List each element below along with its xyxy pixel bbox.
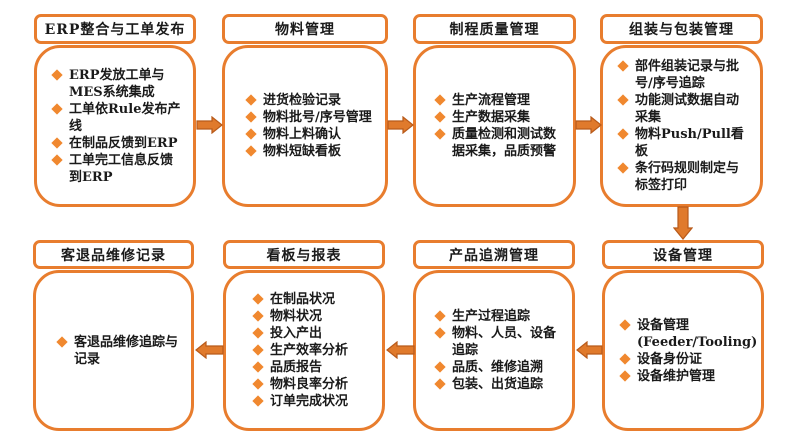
diamond-bullet-icon — [252, 293, 264, 305]
diamond-bullet-icon — [252, 361, 264, 373]
diamond-bullet-icon — [252, 378, 264, 390]
list-item: 工单完工信息反馈到ERP — [51, 152, 183, 186]
list-item: 生产效率分析 — [252, 342, 348, 359]
step-1-list: ERP发放工单与MES系统集成 工单依Rule发布产线 在制品反馈到ERP 工单… — [51, 67, 183, 186]
list-item: 物料批号/序号管理 — [245, 109, 372, 126]
step-6-body: 生产过程追踪 物料、人员、设备追踪 品质、维修追溯 包装、出货追踪 — [413, 270, 575, 431]
step-7-title: 看板与报表 — [266, 247, 342, 264]
step-8-body: 客退品维修追踪与记录 — [33, 270, 194, 431]
list-item: 生产流程管理 — [434, 92, 563, 109]
list-item: 物料短缺看板 — [245, 143, 372, 160]
step-8-header: 客退品维修记录 — [33, 240, 194, 269]
step-8-title: 客退品维修记录 — [61, 247, 166, 264]
diamond-bullet-icon — [252, 395, 264, 407]
step-7-header: 看板与报表 — [223, 240, 385, 269]
diamond-bullet-icon — [51, 153, 63, 166]
list-item: 设备身份证 — [619, 351, 757, 368]
diamond-bullet-icon — [51, 102, 63, 115]
arrow-left-icon — [195, 341, 224, 359]
step-2-title: 物料管理 — [275, 22, 335, 38]
list-item: ERP发放工单与MES系统集成 — [51, 67, 183, 101]
step-2-list: 进货检验记录 物料批号/序号管理 物料上料确认 物料短缺看板 — [245, 92, 372, 160]
list-item: 品质、维修追溯 — [434, 359, 562, 376]
list-item: 投入产出 — [252, 325, 348, 342]
list-item: 在制品反馈到ERP — [51, 135, 183, 152]
diamond-bullet-icon — [434, 361, 446, 373]
step-2-header: 物料管理 — [222, 14, 388, 44]
step-1-body: ERP发放工单与MES系统集成 工单依Rule发布产线 在制品反馈到ERP 工单… — [34, 45, 196, 207]
diamond-bullet-icon — [252, 344, 264, 356]
step-1-header: ERP整合与工单发布 — [34, 14, 196, 44]
list-item: 功能测试数据自动采集 — [617, 92, 750, 126]
diamond-bullet-icon — [617, 60, 629, 72]
diamond-bullet-icon — [434, 327, 446, 339]
step-4-list: 部件组装记录与批号/序号追踪 功能测试数据自动采集 物料Push/Pull看板 … — [617, 58, 750, 194]
step-5-header: 设备管理 — [602, 240, 764, 269]
step-8-list: 客退品维修追踪与记录 — [56, 334, 181, 368]
diamond-bullet-icon — [619, 318, 631, 331]
diamond-bullet-icon — [434, 94, 446, 106]
diamond-bullet-icon — [617, 94, 629, 106]
list-item: 部件组装记录与批号/序号追踪 — [617, 58, 750, 92]
list-item: 设备维护管理 — [619, 368, 757, 385]
list-item: 生产数据采集 — [434, 109, 563, 126]
list-item: 物料状况 — [252, 308, 348, 325]
step-6-list: 生产过程追踪 物料、人员、设备追踪 品质、维修追溯 包装、出货追踪 — [434, 308, 562, 393]
diamond-bullet-icon — [617, 162, 629, 174]
arrow-right-icon — [196, 116, 223, 134]
list-item: 包装、出货追踪 — [434, 376, 562, 393]
arrow-left-icon — [576, 341, 603, 359]
diamond-bullet-icon — [434, 310, 446, 322]
diamond-bullet-icon — [617, 128, 629, 140]
diamond-bullet-icon — [619, 352, 631, 365]
step-3-title: 制程质量管理 — [449, 22, 540, 38]
arrow-right-icon — [575, 116, 602, 134]
arrow-left-icon — [386, 341, 415, 359]
diamond-bullet-icon — [51, 68, 63, 81]
list-item: 客退品维修追踪与记录 — [56, 334, 181, 368]
step-3-body: 生产流程管理 生产数据采集 质量检测和测试数据采集，品质预警 — [413, 45, 576, 207]
list-item: 设备管理(Feeder/Tooling) — [619, 317, 757, 351]
step-4-body: 部件组装记录与批号/序号追踪 功能测试数据自动采集 物料Push/Pull看板 … — [600, 45, 763, 207]
arrow-right-icon — [387, 116, 414, 134]
step-5-title: 设备管理 — [653, 247, 713, 264]
diamond-bullet-icon — [245, 94, 257, 106]
diamond-bullet-icon — [245, 111, 257, 123]
step-3-header: 制程质量管理 — [413, 14, 576, 44]
step-1-title: ERP整合与工单发布 — [44, 22, 186, 38]
diamond-bullet-icon — [245, 128, 257, 140]
step-6-header: 产品追溯管理 — [413, 240, 575, 269]
list-item: 进货检验记录 — [245, 92, 372, 109]
diamond-bullet-icon — [619, 369, 631, 382]
list-item: 品质报告 — [252, 359, 348, 376]
list-item: 物料上料确认 — [245, 126, 372, 143]
step-5-list: 设备管理(Feeder/Tooling) 设备身份证 设备维护管理 — [619, 317, 757, 385]
list-item: 物料、人员、设备追踪 — [434, 325, 562, 359]
step-3-list: 生产流程管理 生产数据采集 质量检测和测试数据采集，品质预警 — [434, 92, 563, 160]
list-item: 物料Push/Pull看板 — [617, 126, 750, 160]
diamond-bullet-icon — [252, 310, 264, 322]
list-item: 质量检测和测试数据采集，品质预警 — [434, 126, 563, 160]
arrow-down-icon — [673, 206, 693, 240]
step-4-header: 组装与包装管理 — [600, 14, 763, 44]
step-7-list: 在制品状况 物料状况 投入产出 生产效率分析 品质报告 物料良率分析 订单完成状… — [252, 291, 348, 410]
diamond-bullet-icon — [434, 128, 446, 140]
step-2-body: 进货检验记录 物料批号/序号管理 物料上料确认 物料短缺看板 — [222, 45, 388, 207]
list-item: 生产过程追踪 — [434, 308, 562, 325]
diamond-bullet-icon — [434, 111, 446, 123]
list-item: 订单完成状况 — [252, 393, 348, 410]
diamond-bullet-icon — [51, 136, 63, 149]
diamond-bullet-icon — [245, 145, 257, 157]
diamond-bullet-icon — [434, 378, 446, 390]
step-4-title: 组装与包装管理 — [629, 22, 734, 38]
list-item: 物料良率分析 — [252, 376, 348, 393]
list-item: 在制品状况 — [252, 291, 348, 308]
step-7-body: 在制品状况 物料状况 投入产出 生产效率分析 品质报告 物料良率分析 订单完成状… — [223, 270, 385, 431]
step-6-title: 产品追溯管理 — [449, 247, 539, 264]
list-item: 工单依Rule发布产线 — [51, 101, 183, 135]
step-5-body: 设备管理(Feeder/Tooling) 设备身份证 设备维护管理 — [602, 270, 764, 431]
list-item: 条行码规则制定与标签打印 — [617, 160, 750, 194]
diamond-bullet-icon — [252, 327, 264, 339]
diamond-bullet-icon — [56, 335, 68, 348]
